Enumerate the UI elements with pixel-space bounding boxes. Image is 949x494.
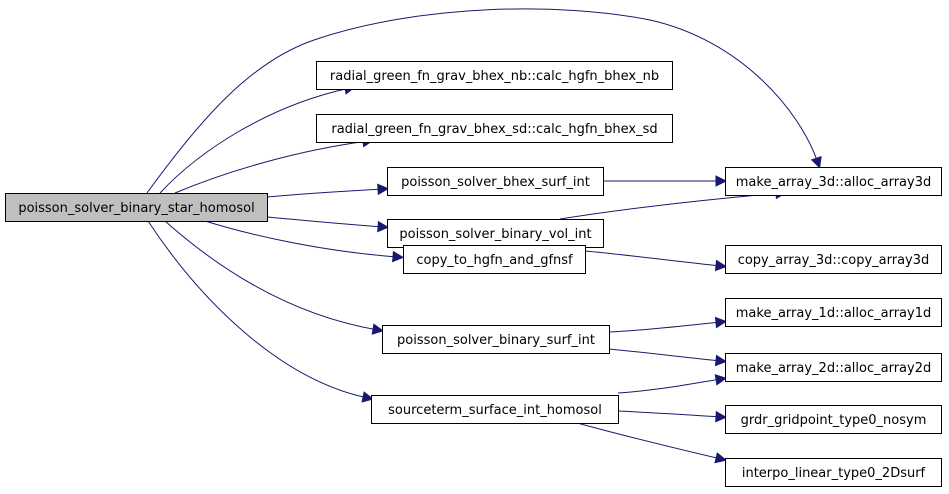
- node-label: sourceterm_surface_int_homosol: [388, 403, 602, 418]
- node-box: [403, 245, 586, 274]
- node-alloc1d[interactable]: make_array_1d::alloc_array1d: [725, 298, 942, 327]
- node-box: [387, 167, 604, 196]
- arrowhead-icon: [392, 250, 405, 263]
- node-label: copy_array_3d::copy_array3d: [738, 253, 930, 268]
- node-label: radial_green_fn_grav_bhex_nb::calc_hgfn_…: [330, 69, 659, 84]
- node-alloc3d[interactable]: make_array_3d::alloc_array3d: [725, 167, 942, 196]
- edge-line: [608, 321, 722, 333]
- edge-line: [204, 220, 399, 258]
- node-sd[interactable]: radial_green_fn_grav_bhex_sd::calc_hgfn_…: [316, 114, 673, 143]
- node-bin_surf[interactable]: poisson_solver_binary_surf_int: [382, 325, 610, 354]
- edge-root-to-sd: [174, 135, 375, 194]
- node-copy_hgfn[interactable]: copy_to_hgfn_and_gfnsf: [403, 245, 586, 274]
- edge-line: [584, 250, 722, 267]
- edge-line: [174, 140, 369, 194]
- node-box: [725, 298, 942, 327]
- node-copy3d[interactable]: copy_array_3d::copy_array3d: [725, 245, 942, 274]
- node-label: copy_to_hgfn_and_gfnsf: [416, 253, 573, 268]
- node-grdr[interactable]: grdr_gridpoint_type0_nosym: [725, 405, 942, 434]
- edge-line: [159, 87, 351, 194]
- arrowhead-icon: [714, 374, 728, 386]
- edge-copy_hgfn-to-copy3d: [584, 250, 728, 272]
- node-root[interactable]: poisson_solver_binary_star_homosol: [5, 193, 268, 222]
- arrowhead-icon: [810, 155, 822, 169]
- arrowhead-icon: [377, 220, 390, 233]
- node-box: [725, 353, 942, 382]
- node-label: radial_green_fn_grav_bhex_sd::calc_hgfn_…: [331, 122, 657, 137]
- node-box: [725, 405, 942, 434]
- edge-line: [559, 192, 782, 220]
- arrowhead-icon: [714, 259, 728, 272]
- node-label: poisson_solver_binary_star_homosol: [18, 201, 254, 216]
- node-box: [382, 325, 610, 354]
- edge-root-to-alloc3d: [146, 8, 822, 194]
- edge-root-to-srcterm: [147, 220, 374, 403]
- node-box: [5, 193, 268, 222]
- node-interpo[interactable]: interpo_linear_type0_2Dsurf: [725, 458, 942, 487]
- node-label: poisson_solver_binary_surf_int: [397, 333, 595, 348]
- edge-bin_surf-to-alloc1d: [608, 316, 728, 333]
- node-label: make_array_1d::alloc_array1d: [736, 306, 931, 321]
- node-box: [316, 114, 673, 143]
- edge-root-to-bin_surf: [164, 220, 384, 335]
- node-srcterm[interactable]: sourceterm_surface_int_homosol: [371, 395, 619, 424]
- node-label: make_array_3d::alloc_array3d: [736, 175, 931, 190]
- node-label: poisson_solver_bhex_surf_int: [401, 175, 590, 190]
- edge-root-to-bhex_surf: [266, 183, 390, 198]
- node-box: [725, 245, 942, 274]
- edge-bhex_surf-to-alloc3d: [602, 175, 728, 187]
- node-layer: poisson_solver_binary_star_homosol radial…: [5, 61, 942, 487]
- node-box: [371, 395, 619, 424]
- edge-srcterm-to-grdr: [617, 410, 728, 423]
- node-label: poisson_solver_binary_vol_int: [399, 227, 591, 242]
- edge-line: [617, 410, 722, 418]
- node-box: [725, 458, 942, 487]
- edge-root-to-bin_vol: [266, 216, 390, 233]
- node-box: [316, 61, 673, 90]
- node-alloc2d[interactable]: make_array_2d::alloc_array2d: [725, 353, 942, 382]
- node-label: interpo_linear_type0_2Dsurf: [742, 466, 926, 481]
- edge-line: [266, 216, 384, 228]
- node-bin_vol[interactable]: poisson_solver_binary_vol_int: [387, 219, 604, 248]
- edge-line: [164, 220, 379, 331]
- arrowhead-icon: [377, 183, 390, 196]
- arrowhead-icon: [715, 410, 728, 423]
- edge-bin_surf-to-alloc2d: [608, 348, 728, 367]
- edge-line: [617, 378, 722, 394]
- node-box: [387, 219, 604, 248]
- edge-line: [266, 188, 384, 198]
- arrowhead-icon: [715, 175, 728, 187]
- edge-line: [147, 220, 369, 399]
- edge-line: [608, 348, 722, 362]
- edge-line: [569, 420, 722, 460]
- arrowhead-icon: [361, 391, 374, 403]
- arrowhead-icon: [371, 323, 384, 335]
- arrowhead-icon: [714, 452, 727, 464]
- node-label: grdr_gridpoint_type0_nosym: [741, 413, 927, 428]
- node-nb[interactable]: radial_green_fn_grav_bhex_nb::calc_hgfn_…: [316, 61, 673, 90]
- node-box: [725, 167, 942, 196]
- edge-root-to-copy_hgfn: [204, 220, 405, 263]
- edge-srcterm-to-alloc2d: [617, 374, 728, 394]
- node-bhex_surf[interactable]: poisson_solver_bhex_surf_int: [387, 167, 604, 196]
- edge-srcterm-to-interpo: [569, 420, 727, 464]
- edge-line: [146, 8, 819, 194]
- node-label: make_array_2d::alloc_array2d: [736, 361, 931, 376]
- arrowhead-icon: [714, 316, 728, 329]
- arrowhead-icon: [714, 354, 728, 367]
